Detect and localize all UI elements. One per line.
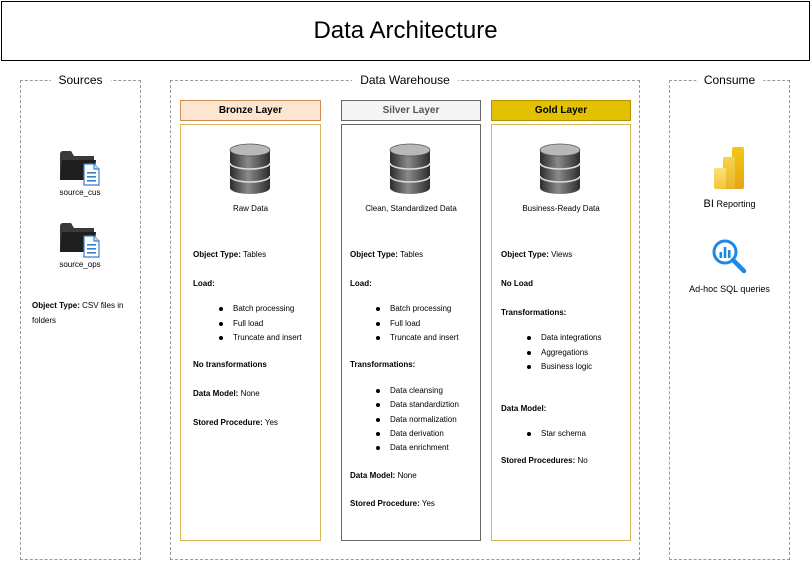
object-type-value: CSV files in bbox=[79, 301, 124, 310]
gold-load: No Load bbox=[501, 279, 533, 288]
stored-procedure-value: Yes bbox=[419, 499, 435, 508]
warehouse-label: Data Warehouse bbox=[352, 73, 458, 87]
stored-procedure-value: No bbox=[575, 456, 588, 465]
object-type-value: Tables bbox=[240, 250, 267, 259]
object-type-label: Object Type: bbox=[501, 250, 549, 259]
silver-data-model: Data Model: None bbox=[350, 471, 417, 481]
gold-transformations-list: Data integrations Aggregations Business … bbox=[527, 331, 601, 375]
silver-header-label: Silver Layer bbox=[382, 105, 440, 116]
silver-layer-body bbox=[341, 124, 481, 541]
list-item: Data cleansing bbox=[376, 384, 459, 398]
bi-main-text: BI bbox=[703, 198, 714, 210]
gold-data-model-label: Data Model: bbox=[501, 404, 547, 413]
adhoc-sql-label: Ad-hoc SQL queries bbox=[689, 284, 770, 294]
consume-label: Consume bbox=[695, 73, 764, 87]
bi-reporting-label: BI Reporting bbox=[669, 198, 790, 211]
gold-object-type: Object Type: Views bbox=[501, 250, 572, 260]
data-model-value: None bbox=[395, 471, 417, 480]
silver-object-type: Object Type: Tables bbox=[350, 250, 423, 260]
warehouse-group: Data Warehouse bbox=[170, 73, 640, 560]
stored-procedure-value: Yes bbox=[262, 418, 278, 427]
silver-subtitle: Clean, Standardized Data bbox=[365, 204, 457, 213]
silver-transformations-label: Transformations: bbox=[350, 360, 416, 369]
list-item: Truncate and insert bbox=[376, 331, 459, 346]
object-type-label: Object Type: bbox=[193, 250, 241, 259]
list-item: Batch processing bbox=[219, 302, 302, 317]
title-text: Data Architecture bbox=[313, 17, 498, 44]
list-item: Batch processing bbox=[376, 302, 459, 317]
database-icon bbox=[539, 143, 581, 195]
folder-file-icon bbox=[60, 148, 102, 186]
bronze-object-type: Object Type: Tables bbox=[193, 250, 266, 260]
silver-transformations-list: Data cleansing Data standardiztion Data … bbox=[376, 384, 459, 455]
sources-object-type: Object Type: CSV files in bbox=[32, 301, 123, 311]
gold-subtitle: Business-Ready Data bbox=[522, 204, 600, 213]
consume-group: Consume bbox=[669, 73, 790, 560]
search-analytics-icon bbox=[711, 238, 747, 274]
folder-file-icon bbox=[60, 220, 102, 258]
object-type-value: Views bbox=[548, 250, 573, 259]
silver-layer-header: Silver Layer bbox=[341, 100, 481, 121]
bronze-stored-procedure: Stored Procedure: Yes bbox=[193, 418, 278, 428]
gold-layer-body bbox=[491, 124, 631, 541]
gold-stored-procedure: Stored Procedures: No bbox=[501, 456, 588, 466]
list-item: Aggregations bbox=[527, 346, 601, 361]
bronze-load-label: Load: bbox=[193, 279, 215, 288]
source-name: source_cus bbox=[59, 188, 101, 197]
sources-group: Sources bbox=[20, 73, 141, 560]
bronze-layer-header: Bronze Layer bbox=[180, 100, 321, 121]
stored-procedure-label: Stored Procedure: bbox=[350, 499, 420, 508]
list-item: Data standardiztion bbox=[376, 398, 459, 412]
bronze-transformations: No transformations bbox=[193, 360, 267, 369]
bronze-subtitle: Raw Data bbox=[232, 204, 269, 213]
list-item: Data enrichment bbox=[376, 441, 459, 455]
bi-sub-text: Reporting bbox=[713, 199, 756, 209]
list-item: Data derivation bbox=[376, 427, 459, 441]
data-model-label: Data Model: bbox=[193, 389, 239, 398]
list-item: Data normalization bbox=[376, 413, 459, 427]
silver-stored-procedure: Stored Procedure: Yes bbox=[350, 499, 435, 509]
list-item: Full load bbox=[219, 317, 302, 332]
bronze-header-label: Bronze Layer bbox=[218, 105, 283, 116]
diagram-title: Data Architecture bbox=[1, 1, 810, 61]
object-type-label: Object Type: bbox=[32, 301, 80, 310]
silver-load-label: Load: bbox=[350, 279, 372, 288]
sources-object-type-cont: folders bbox=[32, 316, 57, 325]
list-item: Full load bbox=[376, 317, 459, 332]
data-model-value: None bbox=[238, 389, 260, 398]
stored-procedure-label: Stored Procedures: bbox=[501, 456, 576, 465]
list-item: Data integrations bbox=[527, 331, 601, 346]
power-bi-icon bbox=[713, 146, 745, 190]
database-icon bbox=[389, 143, 431, 195]
object-type-label: Object Type: bbox=[350, 250, 398, 259]
database-icon bbox=[229, 143, 271, 195]
gold-data-model-list: Star schema bbox=[527, 427, 586, 442]
bronze-load-list: Batch processing Full load Truncate and … bbox=[219, 302, 302, 346]
object-type-value: Tables bbox=[397, 250, 424, 259]
sources-label: Sources bbox=[50, 73, 111, 87]
source-name: source_ops bbox=[59, 260, 101, 269]
silver-load-list: Batch processing Full load Truncate and … bbox=[376, 302, 459, 346]
gold-header-label: Gold Layer bbox=[534, 105, 588, 116]
bronze-layer-body bbox=[180, 124, 321, 541]
gold-transformations-label: Transformations: bbox=[501, 308, 567, 317]
list-item: Business logic bbox=[527, 360, 601, 375]
data-model-label: Data Model: bbox=[350, 471, 396, 480]
bronze-data-model: Data Model: None bbox=[193, 389, 260, 399]
list-item: Star schema bbox=[527, 427, 586, 442]
list-item: Truncate and insert bbox=[219, 331, 302, 346]
gold-layer-header: Gold Layer bbox=[491, 100, 631, 121]
stored-procedure-label: Stored Procedure: bbox=[193, 418, 263, 427]
